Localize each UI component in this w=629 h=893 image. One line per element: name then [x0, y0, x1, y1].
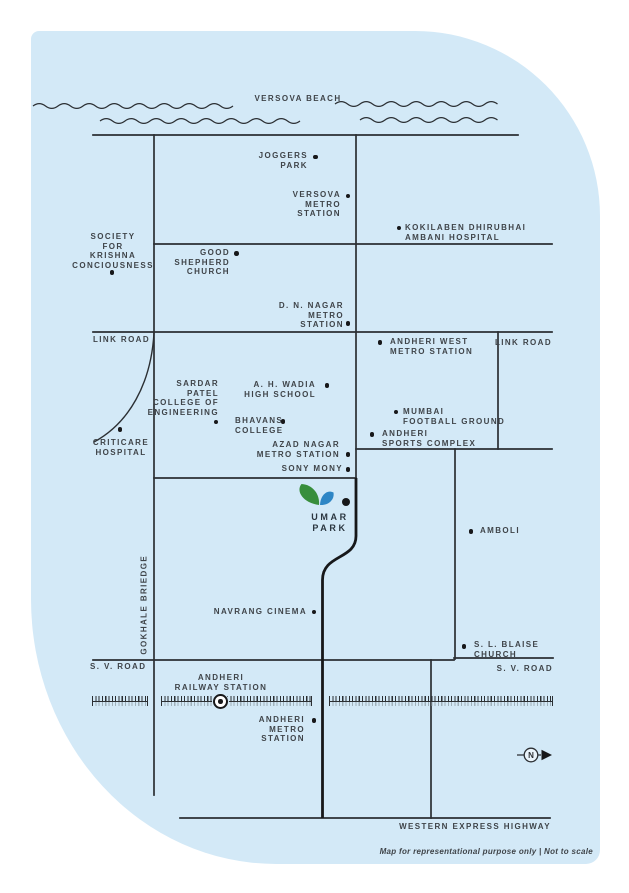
- map-background-shape: [31, 31, 600, 864]
- ah-wadia-label: A. H. WADIA HIGH SCHOOL: [244, 380, 316, 399]
- bhavans-college-label: BHAVANS COLLEGE: [235, 416, 284, 435]
- versova-metro-label: VERSOVA METRO STATION: [292, 190, 341, 218]
- mumbai-football-marker: [393, 409, 399, 415]
- joggers-park-marker: [313, 154, 318, 160]
- umar-park-logo-icon: [299, 484, 334, 506]
- western-express-highway-label: WESTERN EXPRESS HIGHWAY: [399, 822, 551, 831]
- society-krishna-marker: [109, 270, 115, 275]
- andheri-railway-label: ANDHERI RAILWAY STATION: [174, 673, 268, 692]
- andheri-metro-label: ANDHERI METRO STATION: [258, 715, 305, 743]
- link-road-right-label: LINK ROAD: [494, 338, 552, 347]
- main-site-road: [321, 478, 358, 818]
- navrang-cinema-label: NAVRANG CINEMA: [213, 607, 307, 616]
- north-compass-icon: N: [517, 747, 552, 763]
- sl-blaise-marker: [461, 644, 467, 649]
- mumbai-football-label: MUMBAI FOOTBALL GROUND: [403, 407, 506, 426]
- link-road-left-label: LINK ROAD: [93, 335, 151, 344]
- andheri-metro-marker: [311, 718, 317, 723]
- society-krishna-label: SOCIETY FOR KRISHNA CONCIOUSNESS: [72, 232, 154, 270]
- amboli-label: AMBOLI: [480, 526, 520, 535]
- andheri-sports-marker: [369, 432, 375, 437]
- kokilaben-hospital-label: KOKILABEN DHIRUBHAI AMBANI HOSPITAL: [405, 223, 527, 242]
- sea-waves-icon: [32, 101, 498, 124]
- umar-park-wordmark: UMAR PARK: [311, 512, 349, 533]
- good-shepherd-marker: [234, 251, 239, 256]
- dn-nagar-metro-label: D. N. NAGAR METRO STATION: [278, 301, 344, 329]
- criticare-marker: [117, 427, 123, 432]
- railway-segment-right: [329, 696, 553, 706]
- sl-blaise-church-label: S. L. BLAISE CHURCH: [474, 640, 540, 659]
- andheri-sports-label: ANDHERI SPORTS COMPLEX: [382, 429, 477, 448]
- dn-nagar-marker: [345, 321, 351, 326]
- joggers-park-label: JOGGERS PARK: [258, 151, 308, 170]
- sony-mony-label: SONY MONY: [281, 464, 343, 473]
- versova-metro-marker: [345, 193, 351, 199]
- sony-mony-marker: [345, 467, 351, 472]
- gokhale-bridge-label: GOKHALE BRIEDGE: [139, 554, 149, 655]
- leaf-blue-icon: [320, 491, 334, 506]
- azad-nagar-metro-label: AZAD NAGAR METRO STATION: [256, 440, 340, 459]
- andheri-west-metro-label: ANDHERI WEST METRO STATION: [390, 337, 474, 356]
- railway-segment-middle: [161, 696, 312, 706]
- station-core: [218, 699, 223, 704]
- amboli-marker: [468, 529, 474, 534]
- andheri-railway-station-icon: [212, 693, 229, 710]
- ah-wadia-marker: [324, 383, 330, 388]
- map-disclaimer: Map for representational purpose only | …: [379, 847, 593, 856]
- criticare-hospital-label: CRITICARE HOSPITAL: [92, 438, 150, 457]
- umar-park-site-marker: [341, 497, 351, 507]
- north-letter: N: [528, 751, 534, 760]
- navrang-cinema-marker: [311, 609, 317, 615]
- bhavans-marker: [280, 419, 286, 424]
- curved-link-road: [93, 332, 155, 443]
- sv-road-right-label: S. V. ROAD: [496, 664, 553, 673]
- station-ring: [213, 694, 228, 709]
- sardar-patel-marker: [213, 419, 219, 425]
- good-shepherd-label: GOOD SHEPHERD CHURCH: [174, 248, 230, 276]
- kokilaben-marker: [396, 225, 402, 231]
- sv-road-left-label: S. V. ROAD: [90, 662, 147, 671]
- north-arrowhead-icon: [541, 749, 552, 761]
- azad-nagar-marker: [345, 452, 351, 457]
- sardar-patel-label: SARDAR PATEL COLLEGE OF ENGINEERING: [147, 379, 219, 417]
- andheri-west-marker: [377, 340, 383, 345]
- leaf-green-icon: [299, 484, 320, 505]
- railway-segment-left: [92, 696, 149, 706]
- versova-beach-label: VERSOVA BEACH: [254, 94, 342, 103]
